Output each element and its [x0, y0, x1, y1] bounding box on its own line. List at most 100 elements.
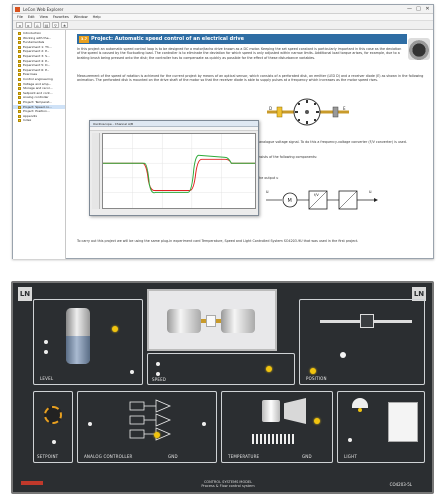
tree-item[interactable]: Experiment 5: D...: [13, 63, 65, 68]
level-jack-2[interactable]: [44, 350, 48, 354]
light-label: LIGHT: [344, 454, 357, 459]
folder-icon: [18, 36, 21, 40]
menu-window[interactable]: Window: [73, 15, 88, 19]
menu-help[interactable]: Help: [92, 15, 101, 19]
tree-item-label: Setpoint and cont...: [23, 90, 53, 95]
folder-icon: [18, 105, 21, 109]
tree-item[interactable]: Index: [13, 118, 65, 123]
plant-block-diagram: u M f/V u: [266, 189, 378, 210]
setpoint-label: SETPOINT: [37, 454, 59, 459]
level-label: LEVEL: [40, 376, 54, 381]
scope-trace-green: [103, 154, 255, 194]
level-jack-3[interactable]: [130, 370, 134, 374]
block-input-label: u: [266, 189, 269, 194]
controller-jack-2[interactable]: [202, 422, 206, 426]
scope-side-controls[interactable]: [92, 133, 100, 209]
tree-item-label: Appendix: [23, 113, 38, 118]
position-label: POSITION: [306, 376, 327, 381]
tree-item-label: Introduction: [23, 31, 42, 35]
menu-bar: File Edit View Favorites Window Help: [13, 14, 433, 21]
folder-icon: [18, 119, 21, 123]
gnd-label-2: GND: [302, 454, 312, 459]
tree-item[interactable]: Experiment 2: P...: [13, 49, 65, 54]
menu-view[interactable]: View: [39, 15, 48, 19]
setpoint-jack[interactable]: [52, 440, 56, 444]
close-button[interactable]: ✕: [425, 6, 430, 12]
tree-item[interactable]: Control engineering: [13, 77, 65, 82]
tree-item-label: Control engineering: [23, 76, 53, 81]
menu-edit[interactable]: Edit: [27, 15, 35, 19]
tree-item[interactable]: Experiment 4: P...: [13, 59, 65, 64]
drive-photo: [408, 38, 430, 60]
folder-icon: [18, 114, 21, 118]
forward-icon[interactable]: ▸: [25, 22, 32, 28]
tree-item-label: Project: Speed co...: [23, 104, 52, 109]
oscilloscope-window[interactable]: Oscilloscope - Channel A/B: [89, 120, 259, 216]
controller-jack-1[interactable]: [88, 422, 92, 426]
title-bar: LeCon Web Explorer — □ ✕: [13, 5, 433, 14]
setpoint-knob[interactable]: [44, 406, 62, 424]
tree-item[interactable]: Appendix: [13, 114, 65, 119]
folder-icon: [18, 91, 21, 95]
tree-item-label: Working with the...: [23, 35, 52, 40]
tree-item[interactable]: Project: Temperat...: [13, 100, 65, 105]
tree-item[interactable]: Experiment 6: P...: [13, 68, 65, 73]
bookmark-icon[interactable]: ★: [61, 22, 68, 28]
print-icon[interactable]: ▤: [43, 22, 50, 28]
light-jack[interactable]: [348, 438, 352, 442]
serial-tag: [21, 481, 43, 485]
position-led-1: [340, 352, 346, 358]
speed-jack-1[interactable]: [156, 362, 160, 366]
tree-item[interactable]: Setpoint and cont...: [13, 91, 65, 96]
lamp-bulb-icon: [358, 408, 362, 412]
folder-icon: [18, 68, 21, 72]
level-led: [112, 326, 118, 332]
tree-item[interactable]: Project: Speed co...: [13, 104, 65, 110]
panel-footer-title: CONTROL SYSTEMS MODEL: [203, 479, 253, 484]
maximize-button[interactable]: □: [416, 6, 421, 12]
home-icon[interactable]: ⌂: [34, 22, 41, 28]
tree-item-label: Index: [23, 118, 32, 123]
tree-item[interactable]: Fundamentals: [13, 40, 65, 45]
tree-item[interactable]: Experiment 1: Th...: [13, 45, 65, 50]
label-d: D: [269, 106, 272, 111]
folder-icon: [18, 82, 21, 86]
window-controls: — □ ✕: [406, 6, 431, 12]
menu-favorites[interactable]: Favorites: [52, 15, 69, 19]
tree-item[interactable]: Introduction: [13, 31, 65, 36]
panel-footer: CONTROL SYSTEMS MODEL Process & Flow con…: [173, 480, 283, 488]
project-header: 3.7 Project: Automatic speed control of …: [77, 34, 407, 44]
disk-cross: [206, 315, 216, 327]
position-slider[interactable]: [360, 314, 374, 328]
minimize-button[interactable]: —: [407, 6, 412, 12]
tree-item[interactable]: Project: Position...: [13, 109, 65, 114]
folder-icon: [18, 73, 21, 77]
gnd-label-1: GND: [168, 454, 178, 459]
temperature-section: TEMPERATURE GND: [221, 391, 333, 463]
light-sensor-window: [388, 402, 418, 442]
tree-item[interactable]: Exercises: [13, 72, 65, 77]
search-icon[interactable]: ⚲: [52, 22, 59, 28]
setpoint-section: SETPOINT: [33, 391, 73, 463]
menu-file[interactable]: File: [17, 15, 23, 19]
back-icon[interactable]: ◂: [16, 22, 23, 28]
heatsink: [284, 398, 306, 424]
motor-cylinder: [167, 309, 201, 333]
tree-item[interactable]: Experiment 3: S...: [13, 54, 65, 59]
controller-led: [154, 432, 160, 438]
speed-jack-2[interactable]: [156, 372, 160, 376]
tree-item[interactable]: Working with the...: [13, 36, 65, 41]
tree-item-label: Experiment 1: Th...: [23, 44, 52, 49]
level-jack-1[interactable]: [44, 340, 48, 344]
tree-item[interactable]: Storage and recor...: [13, 86, 65, 91]
label-e: E: [343, 106, 346, 111]
controller-amplifiers: [129, 399, 172, 441]
tree-item[interactable]: Voltage and amp...: [13, 82, 65, 87]
folder-icon: [18, 77, 21, 81]
content-pane: 3.7 Project: Automatic speed control of …: [67, 30, 434, 259]
tree-item-label: Experiment 2: P...: [23, 49, 50, 54]
tree-item-label: Experiment 4: P...: [23, 58, 50, 63]
speed-led: [266, 366, 272, 372]
tree-item[interactable]: Analog controller: [13, 95, 65, 100]
